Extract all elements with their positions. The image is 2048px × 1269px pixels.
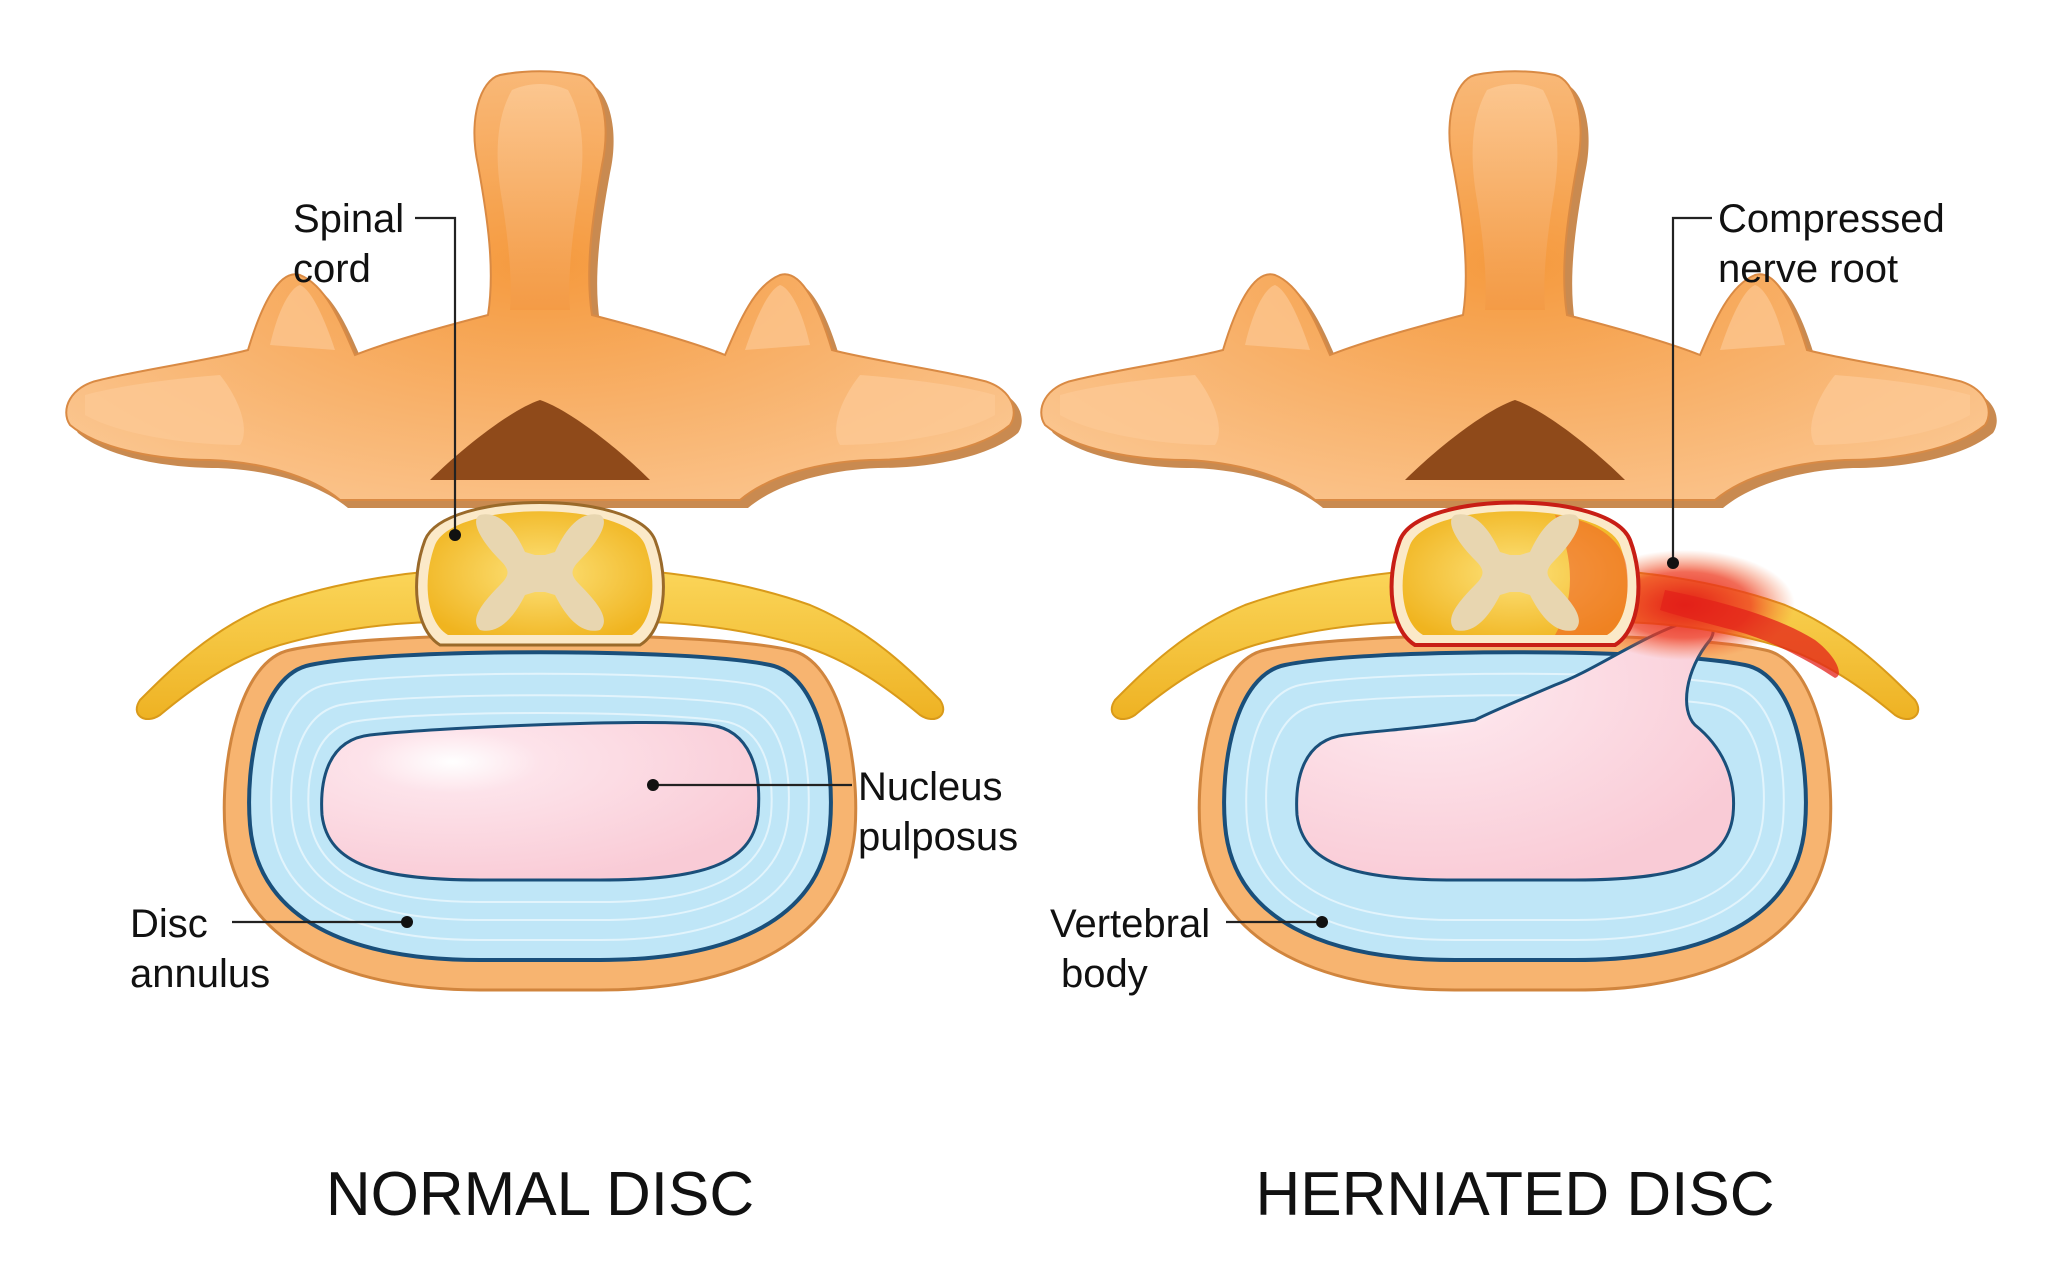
label-vertebral-body: Vertebral body	[1050, 902, 1328, 996]
spinal-cord-normal	[415, 501, 665, 647]
label-disc-annulus-line1: Disc	[130, 902, 208, 946]
leader-dot-compressed	[1667, 557, 1679, 569]
label-compressed-nerve-root: Compressed nerve root	[1667, 197, 1945, 569]
herniated-vertebra	[1040, 70, 1998, 992]
label-compressed-line2: nerve root	[1718, 247, 1898, 291]
label-nucleus-line1: Nucleus	[858, 765, 1003, 809]
label-spinal-cord: Spinal cord	[293, 197, 461, 541]
leader-compressed	[1671, 216, 1712, 561]
nucleus-pulposus-normal	[320, 721, 761, 882]
normal-vertebra	[65, 70, 1023, 992]
label-nucleus-pulposus: Nucleus pulposus	[647, 765, 1018, 859]
leader-spinal-cord	[415, 216, 457, 533]
label-spinal-cord-line1: Spinal	[293, 197, 404, 241]
caption-normal-disc: NORMAL DISC	[326, 1160, 754, 1229]
label-disc-annulus: Disc annulus	[130, 902, 413, 996]
caption-herniated-disc: HERNIATED DISC	[1255, 1160, 1774, 1229]
spinal-cord-herniated	[1389, 500, 1641, 647]
leader-dot-spinal-cord	[449, 529, 461, 541]
label-vertebral-line2: body	[1061, 952, 1148, 996]
label-spinal-cord-line2: cord	[293, 247, 371, 291]
leader-dot-nucleus	[647, 779, 659, 791]
label-vertebral-line1: Vertebral	[1050, 902, 1210, 946]
label-nucleus-line2: pulposus	[858, 815, 1018, 859]
label-disc-annulus-line2: annulus	[130, 952, 270, 996]
nucleus-pulposus-herniated	[1295, 618, 1736, 882]
leader-dot-vertebral-body	[1316, 916, 1328, 928]
label-compressed-line1: Compressed	[1718, 197, 1945, 241]
leader-dot-disc-annulus	[401, 916, 413, 928]
